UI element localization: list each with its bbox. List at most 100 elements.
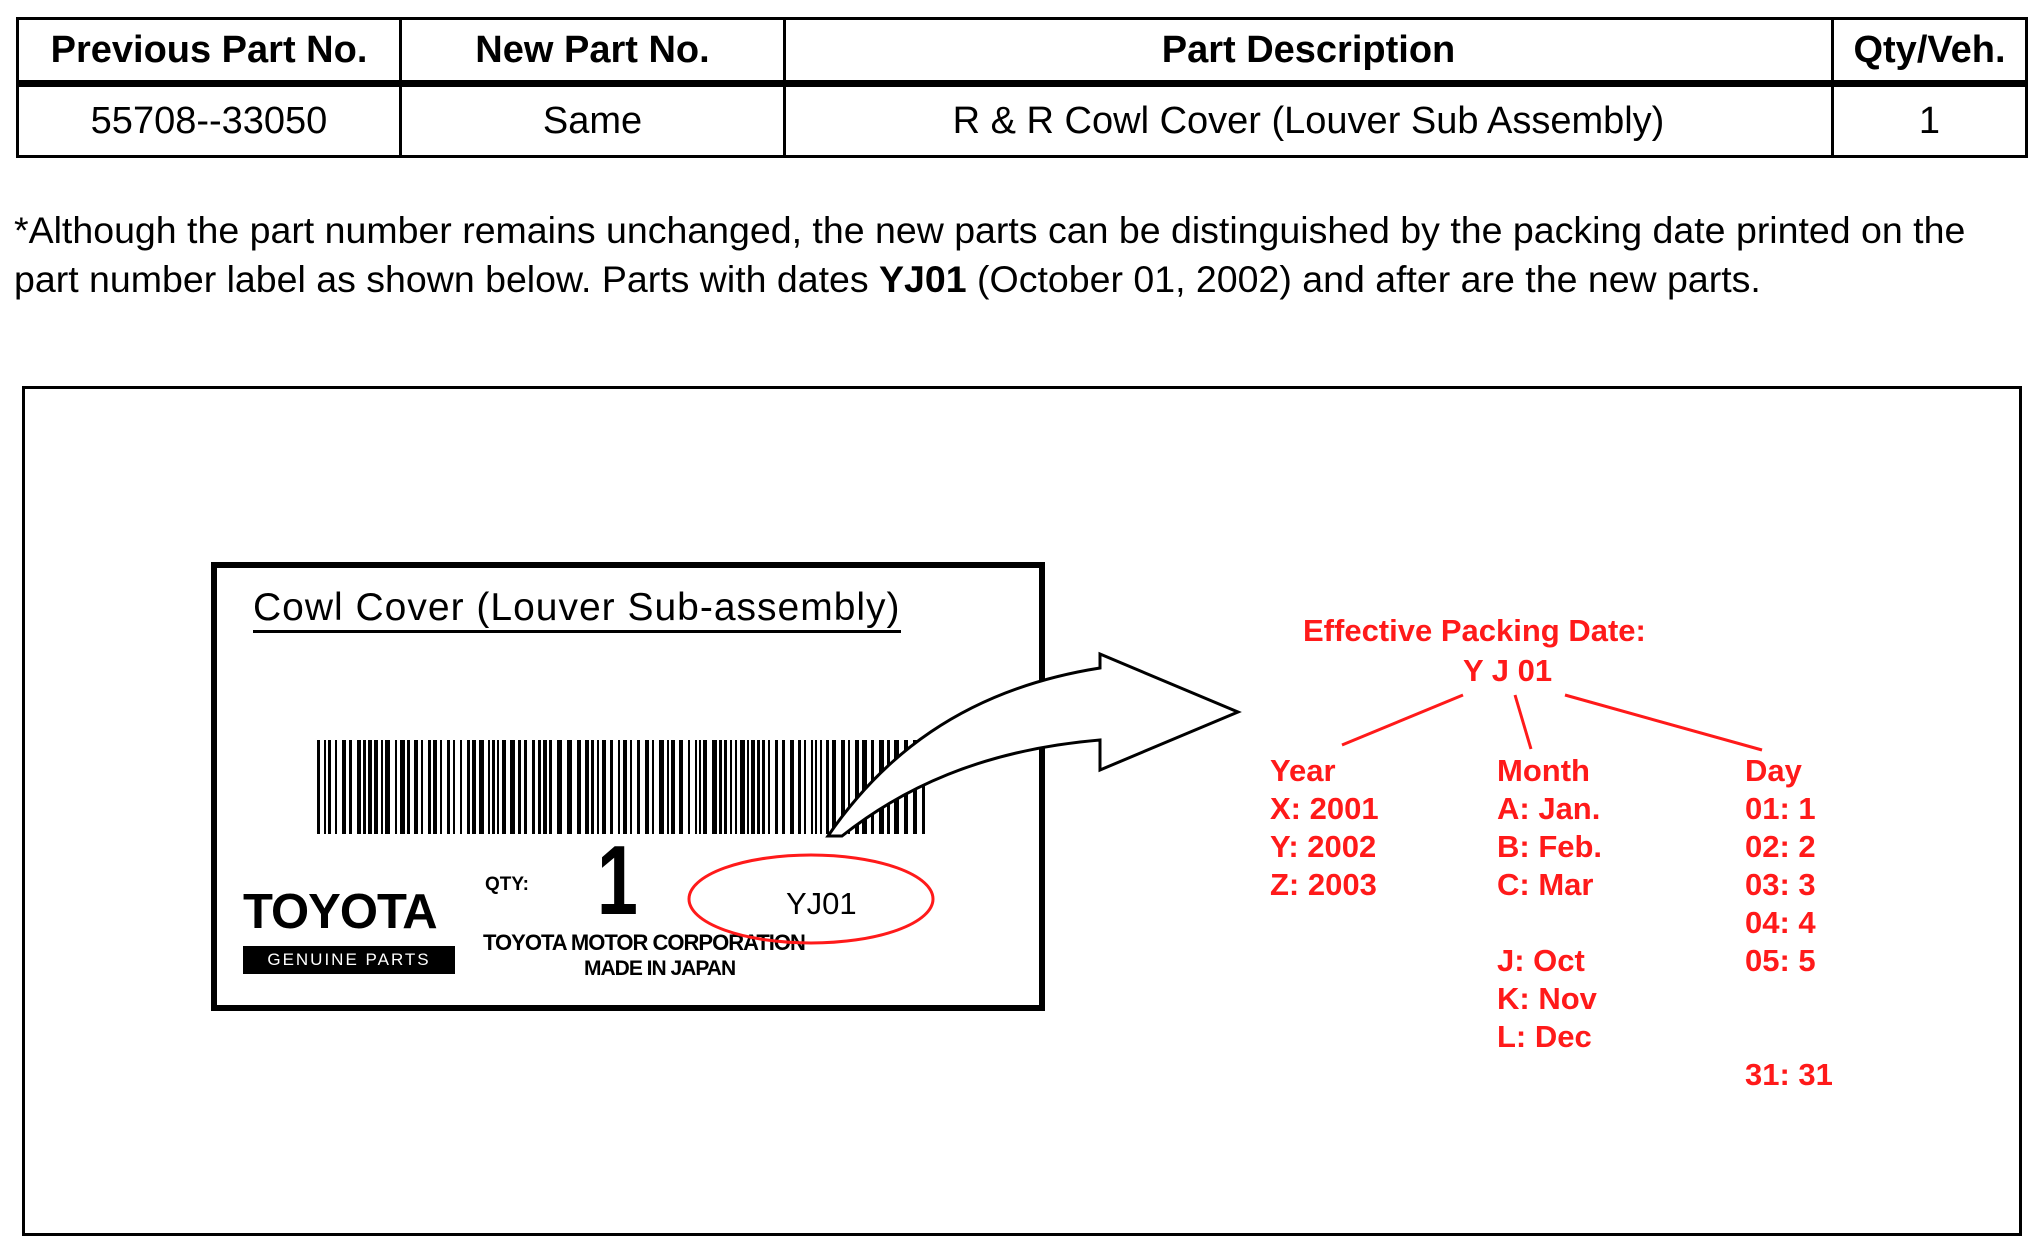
barcode-bar xyxy=(610,740,613,834)
legend-entry: 02: 2 xyxy=(1745,829,1816,864)
barcode-bar xyxy=(532,740,535,834)
barcode-bar xyxy=(472,740,476,834)
legend-month-column: Month A: Jan. B: Feb. C: Mar J: Oct K: N… xyxy=(1497,752,1602,1056)
parts-table: Previous Part No. New Part No. Part Desc… xyxy=(16,17,2028,158)
part-number-label: Cowl Cover (Louver Sub-assembly) TOYOTA … xyxy=(211,562,1045,1011)
barcode-bar xyxy=(342,740,346,834)
barcode-bar xyxy=(775,740,778,834)
barcode-icon xyxy=(317,740,925,834)
legend-entry xyxy=(1745,1018,1833,1056)
barcode-bar xyxy=(597,740,599,834)
barcode-bar xyxy=(549,740,552,834)
barcode-bar xyxy=(855,740,859,834)
barcode-bar xyxy=(747,740,749,834)
barcode-bar xyxy=(762,740,765,834)
legend-entry xyxy=(1497,904,1602,942)
barcode-bar xyxy=(703,740,707,834)
legend-entry: J: Oct xyxy=(1497,943,1585,978)
header-qty-per-vehicle: Qty/Veh. xyxy=(1834,20,2025,87)
barcode-bar xyxy=(510,740,515,834)
barcode-bar xyxy=(414,740,418,834)
barcode-bar xyxy=(328,740,331,834)
barcode-bar xyxy=(453,740,455,834)
barcode-bar xyxy=(735,740,737,834)
legend-entry: B: Feb. xyxy=(1497,829,1603,864)
day-heading: Day xyxy=(1745,753,1802,788)
legend-entry: 05: 5 xyxy=(1745,943,1816,978)
barcode-bar xyxy=(440,740,442,834)
legend-entry: K: Nov xyxy=(1497,981,1597,1016)
header-previous-part-no: Previous Part No. xyxy=(19,20,402,87)
barcode-bar xyxy=(381,740,383,834)
legend-entry: Z: 2003 xyxy=(1270,867,1377,902)
barcode-bar xyxy=(724,740,727,834)
packing-date-note: *Although the part number remains unchan… xyxy=(14,206,2038,304)
barcode-bar xyxy=(811,740,813,834)
barcode-bar xyxy=(740,740,745,834)
barcode-bar xyxy=(543,740,547,834)
barcode-bar xyxy=(385,740,390,834)
note-text-before: *Although the part number remains unchan… xyxy=(14,209,1966,300)
barcode-bar xyxy=(652,740,654,834)
barcode-bar xyxy=(699,740,701,834)
barcode-bar xyxy=(790,740,794,834)
legend-year-column: Year X: 2001 Y: 2002 Z: 2003 xyxy=(1270,752,1379,904)
barcode-bar xyxy=(815,740,817,834)
barcode-bar xyxy=(826,740,829,834)
cell-part-description: R & R Cowl Cover (Louver Sub Assembly) xyxy=(786,87,1834,155)
barcode-bar xyxy=(630,740,632,834)
barcode-bar xyxy=(502,740,506,834)
barcode-bar xyxy=(467,740,470,834)
barcode-bar xyxy=(374,740,378,834)
barcode-bar xyxy=(421,740,423,834)
barcode-bar xyxy=(349,740,352,834)
barcode-bar xyxy=(602,740,606,834)
qty-value: 1 xyxy=(597,825,638,935)
barcode-bar xyxy=(497,740,499,834)
legend-entry: A: Jan. xyxy=(1497,791,1601,826)
barcode-bar xyxy=(719,740,722,834)
barcode-bar xyxy=(879,740,884,834)
barcode-bar xyxy=(618,740,620,834)
barcode-bar xyxy=(479,740,484,834)
barcode-bar xyxy=(894,740,899,834)
barcode-bar xyxy=(433,740,437,834)
barcode-bar xyxy=(395,740,397,834)
barcode-bar xyxy=(751,740,755,834)
barcode-bar xyxy=(400,740,405,834)
barcode-bar xyxy=(488,740,490,834)
barcode-bar xyxy=(730,740,732,834)
barcode-bar xyxy=(862,740,867,834)
legend-entry: 31: 31 xyxy=(1745,1057,1833,1092)
barcode-bar xyxy=(712,740,717,834)
barcode-bar xyxy=(695,740,697,834)
barcode-bar xyxy=(820,740,822,834)
illustration-frame xyxy=(22,386,2022,1236)
barcode-bar xyxy=(363,740,366,834)
barcode-bar xyxy=(841,740,845,834)
header-new-part-no: New Part No. xyxy=(402,20,786,87)
barcode-bar xyxy=(645,740,649,834)
label-part-title: Cowl Cover (Louver Sub-assembly) xyxy=(253,586,901,633)
barcode-bar xyxy=(871,740,874,834)
barcode-bar xyxy=(518,740,521,834)
month-heading: Month xyxy=(1497,753,1590,788)
label-date-code: YJ01 xyxy=(786,886,857,921)
barcode-bar xyxy=(447,740,450,834)
barcode-bar xyxy=(922,740,925,834)
brand-wordmark: TOYOTA xyxy=(243,885,438,939)
toyota-logo: TOYOTA GENUINE PARTS xyxy=(243,886,463,974)
barcode-bar xyxy=(357,740,361,834)
year-heading: Year xyxy=(1270,753,1336,788)
barcode-bar xyxy=(407,740,410,834)
barcode-bar xyxy=(567,740,572,834)
legend-entry: 01: 1 xyxy=(1745,791,1816,826)
legend-entry: Y: 2002 xyxy=(1270,829,1377,864)
note-text-after: (October 01, 2002) and after are the new… xyxy=(966,258,1761,300)
barcode-bar xyxy=(688,740,690,834)
legend-entry: 03: 3 xyxy=(1745,867,1816,902)
barcode-bar xyxy=(492,740,495,834)
cell-new-part-no: Same xyxy=(402,87,786,155)
barcode-bar xyxy=(637,740,640,834)
barcode-bar xyxy=(317,740,320,834)
